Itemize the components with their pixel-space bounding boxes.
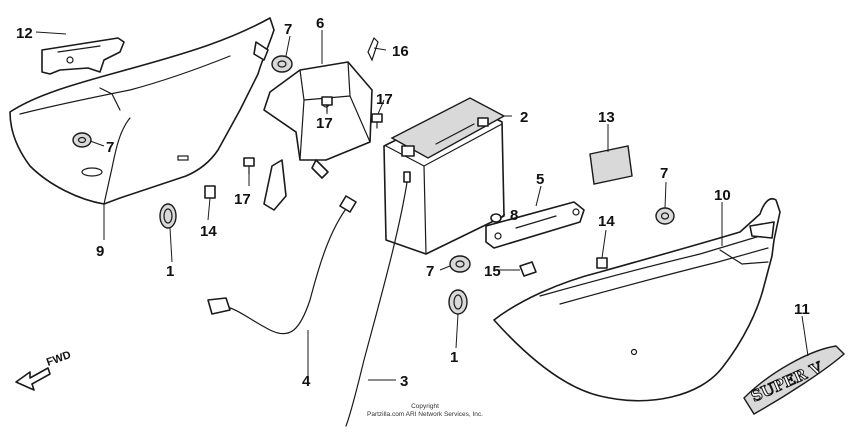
clip-part-14-b[interactable]	[596, 257, 608, 269]
callout-13: 13	[598, 109, 615, 126]
copyright-line-1: Copyright	[411, 403, 439, 410]
clip-part-16[interactable]	[367, 36, 379, 62]
bolt-part-15[interactable]	[519, 261, 537, 277]
callout-6: 5	[536, 171, 544, 188]
callout-9: 9	[96, 243, 104, 260]
callout-14-right: 14	[598, 213, 615, 230]
bolt-part-17-c[interactable]	[243, 157, 255, 175]
callout-15: 15	[484, 263, 501, 280]
copyright: Copyright Partzilla.com ARI Network Serv…	[367, 403, 483, 418]
right-side-cover-part-10[interactable]	[493, 198, 781, 402]
callout-7-left: 7	[106, 139, 114, 156]
emblem-part-12[interactable]: SUPER V	[743, 345, 846, 415]
plate-part-6[interactable]	[485, 201, 585, 249]
grommet-part-7-b[interactable]	[72, 132, 92, 148]
grommet-part-7-a[interactable]	[271, 55, 293, 73]
callout-numbers: 12 7 6 16 17 17 2 7 17 14 9 1 5 8 7 15 1…	[16, 15, 810, 390]
grommet-part-1-b[interactable]	[448, 289, 468, 315]
forward-arrow-icon: FWD	[15, 349, 73, 391]
callout-7-top: 7	[284, 21, 292, 38]
bracket-part-11[interactable]	[41, 37, 125, 75]
copyright-line-2: Partzilla.com ARI Network Services, Inc.	[367, 411, 483, 418]
callout-1-right: 1	[450, 349, 458, 366]
breather-tube-part-3[interactable]	[345, 171, 411, 427]
bolt-part-17-b[interactable]	[371, 113, 383, 129]
callout-4: 4	[302, 373, 311, 390]
callout-7-mid: 7	[426, 263, 434, 280]
callout-17-right: 17	[376, 91, 393, 108]
label-part-13[interactable]	[589, 145, 633, 185]
battery-holder-part-5[interactable]	[263, 61, 373, 211]
callout-7-right: 7	[660, 165, 668, 182]
left-side-cover-part-9[interactable]	[9, 17, 275, 205]
battery-cable-part-4[interactable]	[207, 195, 357, 335]
grommet-part-7-d[interactable]	[655, 207, 675, 225]
callout-10: 10	[714, 187, 731, 204]
callout-3: 3	[400, 373, 408, 390]
part-8[interactable]	[490, 213, 502, 223]
callout-5: 6	[316, 15, 324, 32]
callout-1-left: 1	[166, 263, 174, 280]
callout-16: 16	[392, 43, 409, 60]
callout-17-mid: 17	[316, 115, 333, 132]
grommet-part-7-c[interactable]	[449, 255, 471, 273]
callout-2: 2	[520, 109, 528, 126]
bolt-part-17-a[interactable]	[321, 96, 333, 113]
leader-lines	[35, 30, 809, 381]
callout-12: 11	[794, 301, 810, 318]
fwd-label: FWD	[45, 349, 73, 369]
callout-14-left: 14	[200, 223, 217, 240]
callout-11: 12	[16, 25, 33, 42]
callout-8: 8	[510, 207, 518, 224]
clip-part-14-a[interactable]	[204, 185, 216, 199]
battery-part-2[interactable]	[383, 97, 506, 255]
grommet-part-1-a[interactable]	[159, 203, 177, 229]
callout-17-left: 17	[234, 191, 251, 208]
